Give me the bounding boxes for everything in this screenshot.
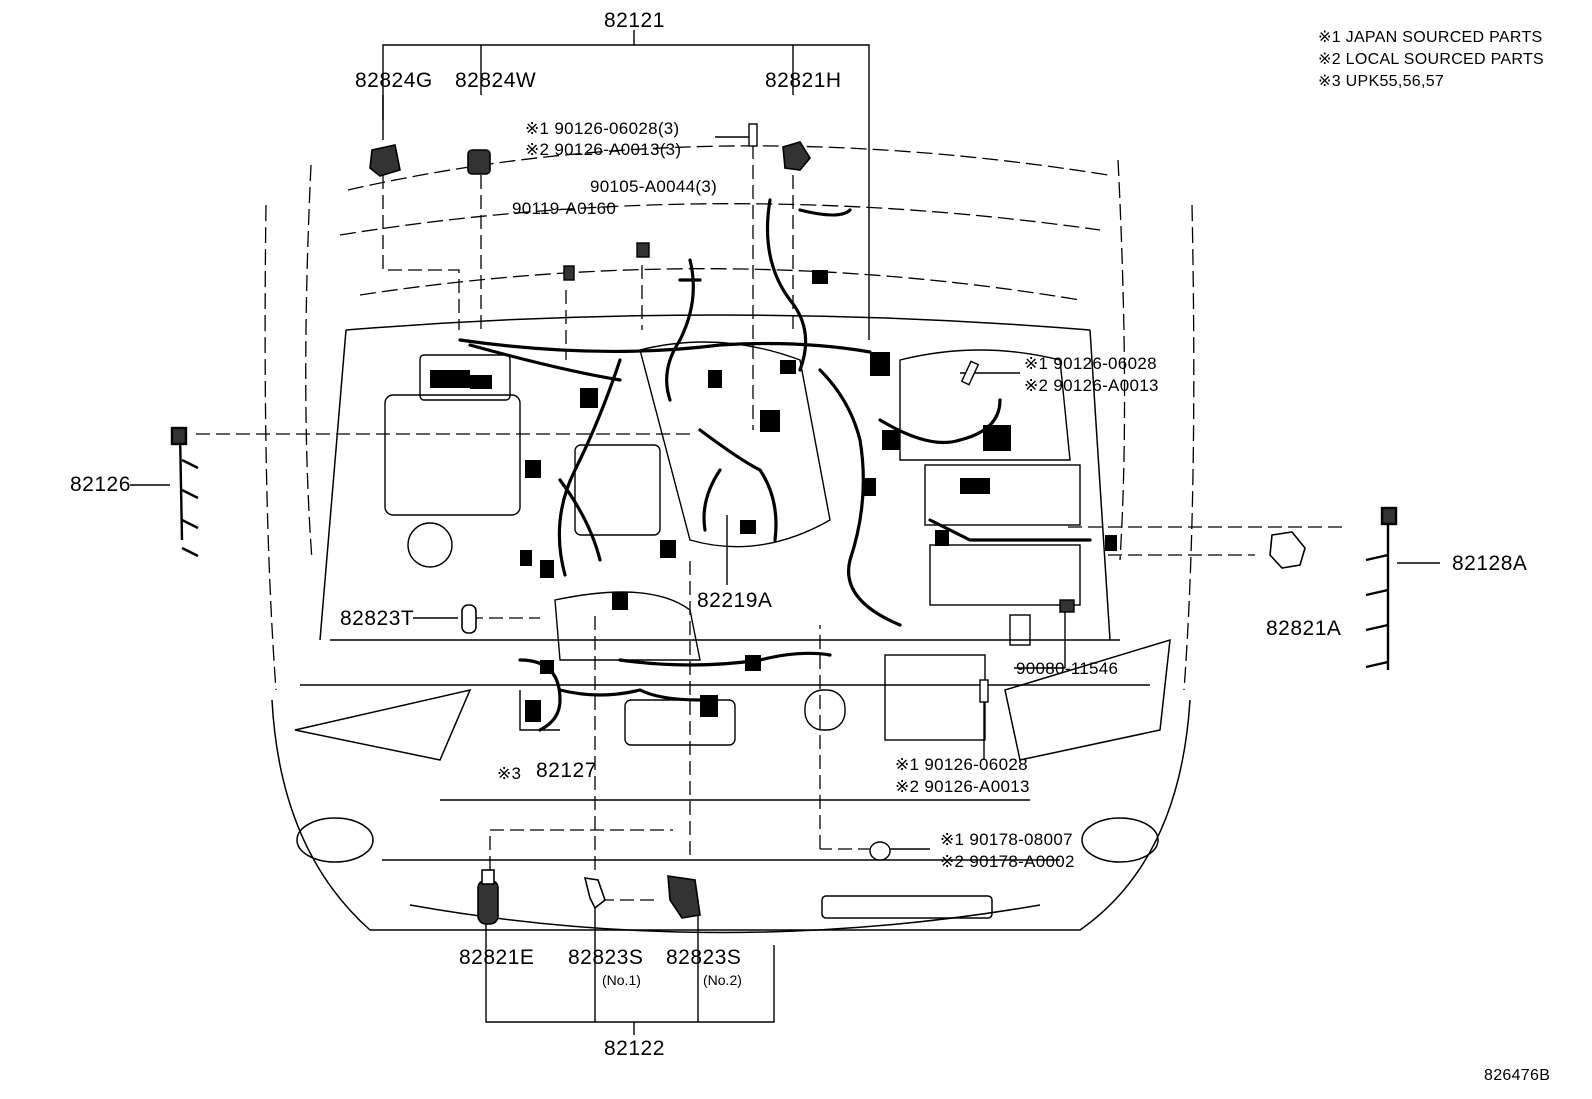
- vehicle-body-outline: [264, 145, 1195, 691]
- part-82128A-connector-strip-icon: [1365, 506, 1398, 670]
- part-label-82122[interactable]: 82122: [604, 1037, 665, 1060]
- bolt-icon: [563, 123, 1075, 861]
- part-label-bolt-right-japan[interactable]: ※1 90126-06028: [1024, 354, 1157, 373]
- part-82823S-no1-icon: [583, 877, 606, 910]
- part-label-82824G[interactable]: 82824G: [355, 69, 433, 92]
- part-82824W-icon: [467, 149, 491, 175]
- part-label-bolt-right-local[interactable]: ※2 90126-A0013: [1024, 376, 1159, 395]
- harness-connectors: [430, 270, 1117, 722]
- part-82821H-icon: [782, 141, 811, 171]
- part-label-82121[interactable]: 82121: [604, 9, 665, 32]
- part-label-82823S-no2[interactable]: 82823S: [666, 946, 742, 969]
- part-label-bolt-low-japan[interactable]: ※1 90126-06028: [895, 755, 1028, 774]
- legend-item-japan-sourced: ※1 JAPAN SOURCED PARTS: [1318, 29, 1543, 46]
- illustration-code: 826476B: [1484, 1067, 1551, 1084]
- part-label-90080-11546[interactable]: 90080-11546: [1016, 659, 1119, 678]
- part-82823T-icon: [461, 604, 477, 634]
- part-label-82128A[interactable]: 82128A: [1452, 552, 1528, 575]
- part-label-82823S-no1[interactable]: 82823S: [568, 946, 644, 969]
- part-sublabel-no1: (No.1): [602, 972, 641, 988]
- part-label-82823T[interactable]: 82823T: [340, 607, 415, 630]
- part-label-82821A[interactable]: 82821A: [1266, 617, 1342, 640]
- part-82821E-icon: [477, 869, 499, 925]
- legend-item-local-sourced: ※2 LOCAL SOURCED PARTS: [1318, 51, 1544, 68]
- vehicle-body: [271, 314, 1191, 934]
- part-label-82824W[interactable]: 82824W: [455, 69, 537, 92]
- part-82823S-no2-icon: [667, 875, 701, 919]
- part-sublabel-no2: (No.2): [703, 972, 742, 988]
- part-label-82127[interactable]: 82127: [536, 759, 597, 782]
- part-label-bolt-low-local[interactable]: ※2 90126-A0013: [895, 777, 1030, 796]
- part-mark-82127: ※3: [497, 764, 522, 783]
- part-label-90119-A0160[interactable]: 90119-A0160: [512, 199, 617, 218]
- part-label-82126[interactable]: 82126: [70, 473, 131, 496]
- wiring-harness: [458, 198, 1092, 732]
- part-82126-connector-strip-icon: [170, 426, 199, 558]
- part-label-82219A[interactable]: 82219A: [697, 589, 773, 612]
- part-label-clip-local[interactable]: ※2 90178-A0002: [940, 852, 1075, 871]
- part-label-bolt-top-japan[interactable]: ※1 90126-06028(3): [525, 119, 680, 138]
- part-82824G-icon: [369, 144, 401, 177]
- leader-lines: [130, 30, 1440, 1035]
- part-label-clip-japan[interactable]: ※1 90178-08007: [940, 830, 1073, 849]
- part-label-82821H[interactable]: 82821H: [765, 69, 842, 92]
- part-82821A-icon: [1269, 531, 1306, 569]
- part-label-82821E[interactable]: 82821E: [459, 946, 535, 969]
- part-label-bolt-top-local[interactable]: ※2 90126-A0013(3): [525, 140, 682, 159]
- part-label-90105-A0044[interactable]: 90105-A0044(3): [590, 177, 718, 196]
- legend-item-upk: ※3 UPK55,56,57: [1318, 73, 1445, 90]
